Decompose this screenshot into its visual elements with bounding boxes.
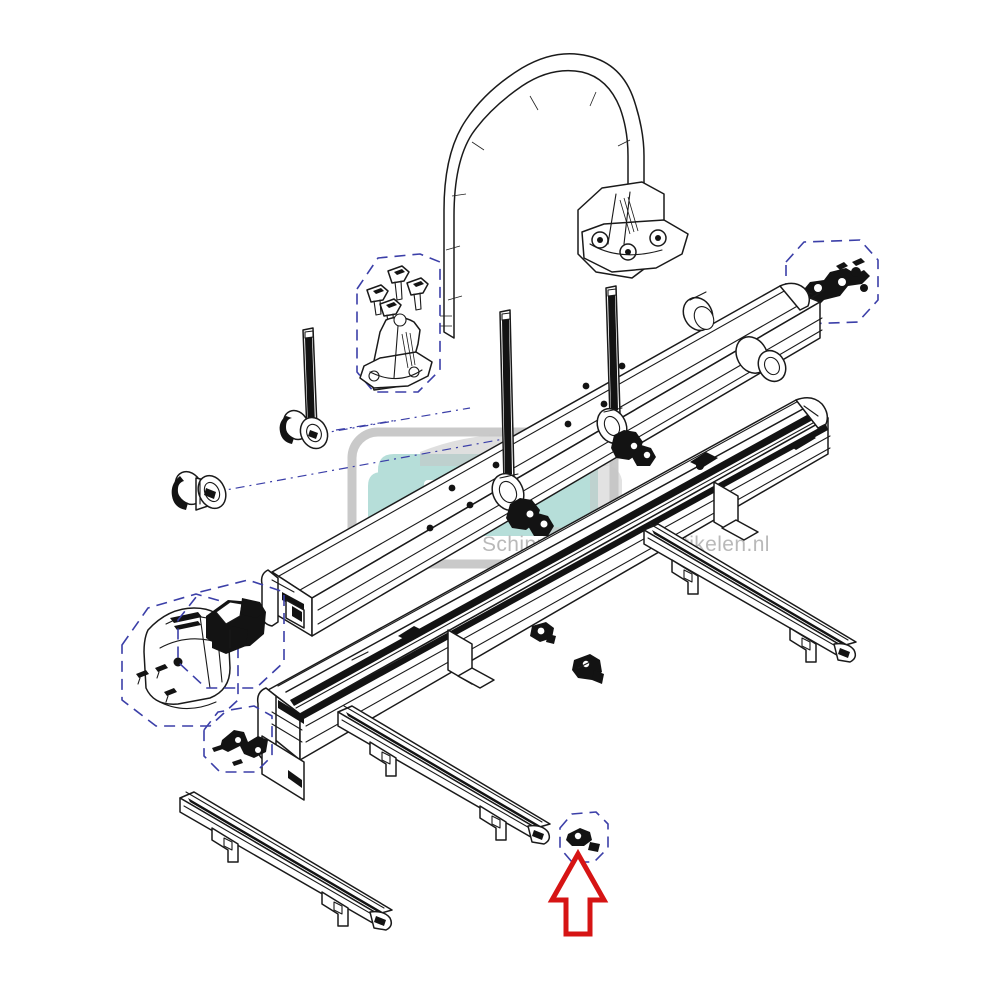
clamp-knob-right [596,407,656,466]
part-main-upper-rail [260,282,823,637]
foot-bolts [591,229,667,261]
leader-lines [214,407,521,493]
callout-mount-plate-kit [203,705,273,773]
screw-group [366,265,429,333]
part-wheel-strap-post-center [491,309,554,536]
clamp-knob-center [491,472,554,536]
screw [406,277,429,311]
part-wheel-tray-rail-front [179,791,393,931]
part-wheel-strap-post-right [596,285,656,466]
callout-foot-bracket-screw-kit [356,253,441,393]
callout-highlighted-clamp-fastener [559,811,609,863]
part-small-fastener-b [572,654,604,684]
clamp-collar [682,291,715,332]
screw [387,265,410,301]
part-main-lower-rail [256,397,831,801]
red-pointer-arrow [547,848,609,937]
part-wheel-strap-post-left [279,327,329,450]
part-wheel-tray-rail-rear [643,523,857,663]
part-small-fastener-a [530,622,556,644]
part-wheel-tray-rail-middle [337,705,551,845]
clamp-collar-knob [735,336,787,383]
clamp-knob-left [279,409,329,450]
upper-rail-knob-fittings [682,291,787,383]
callout-slider-block [177,579,285,689]
foot-bracket-body [359,313,433,391]
part-clamp-knob-pair [171,470,227,511]
part-hoop-mounting-foot [577,181,689,279]
